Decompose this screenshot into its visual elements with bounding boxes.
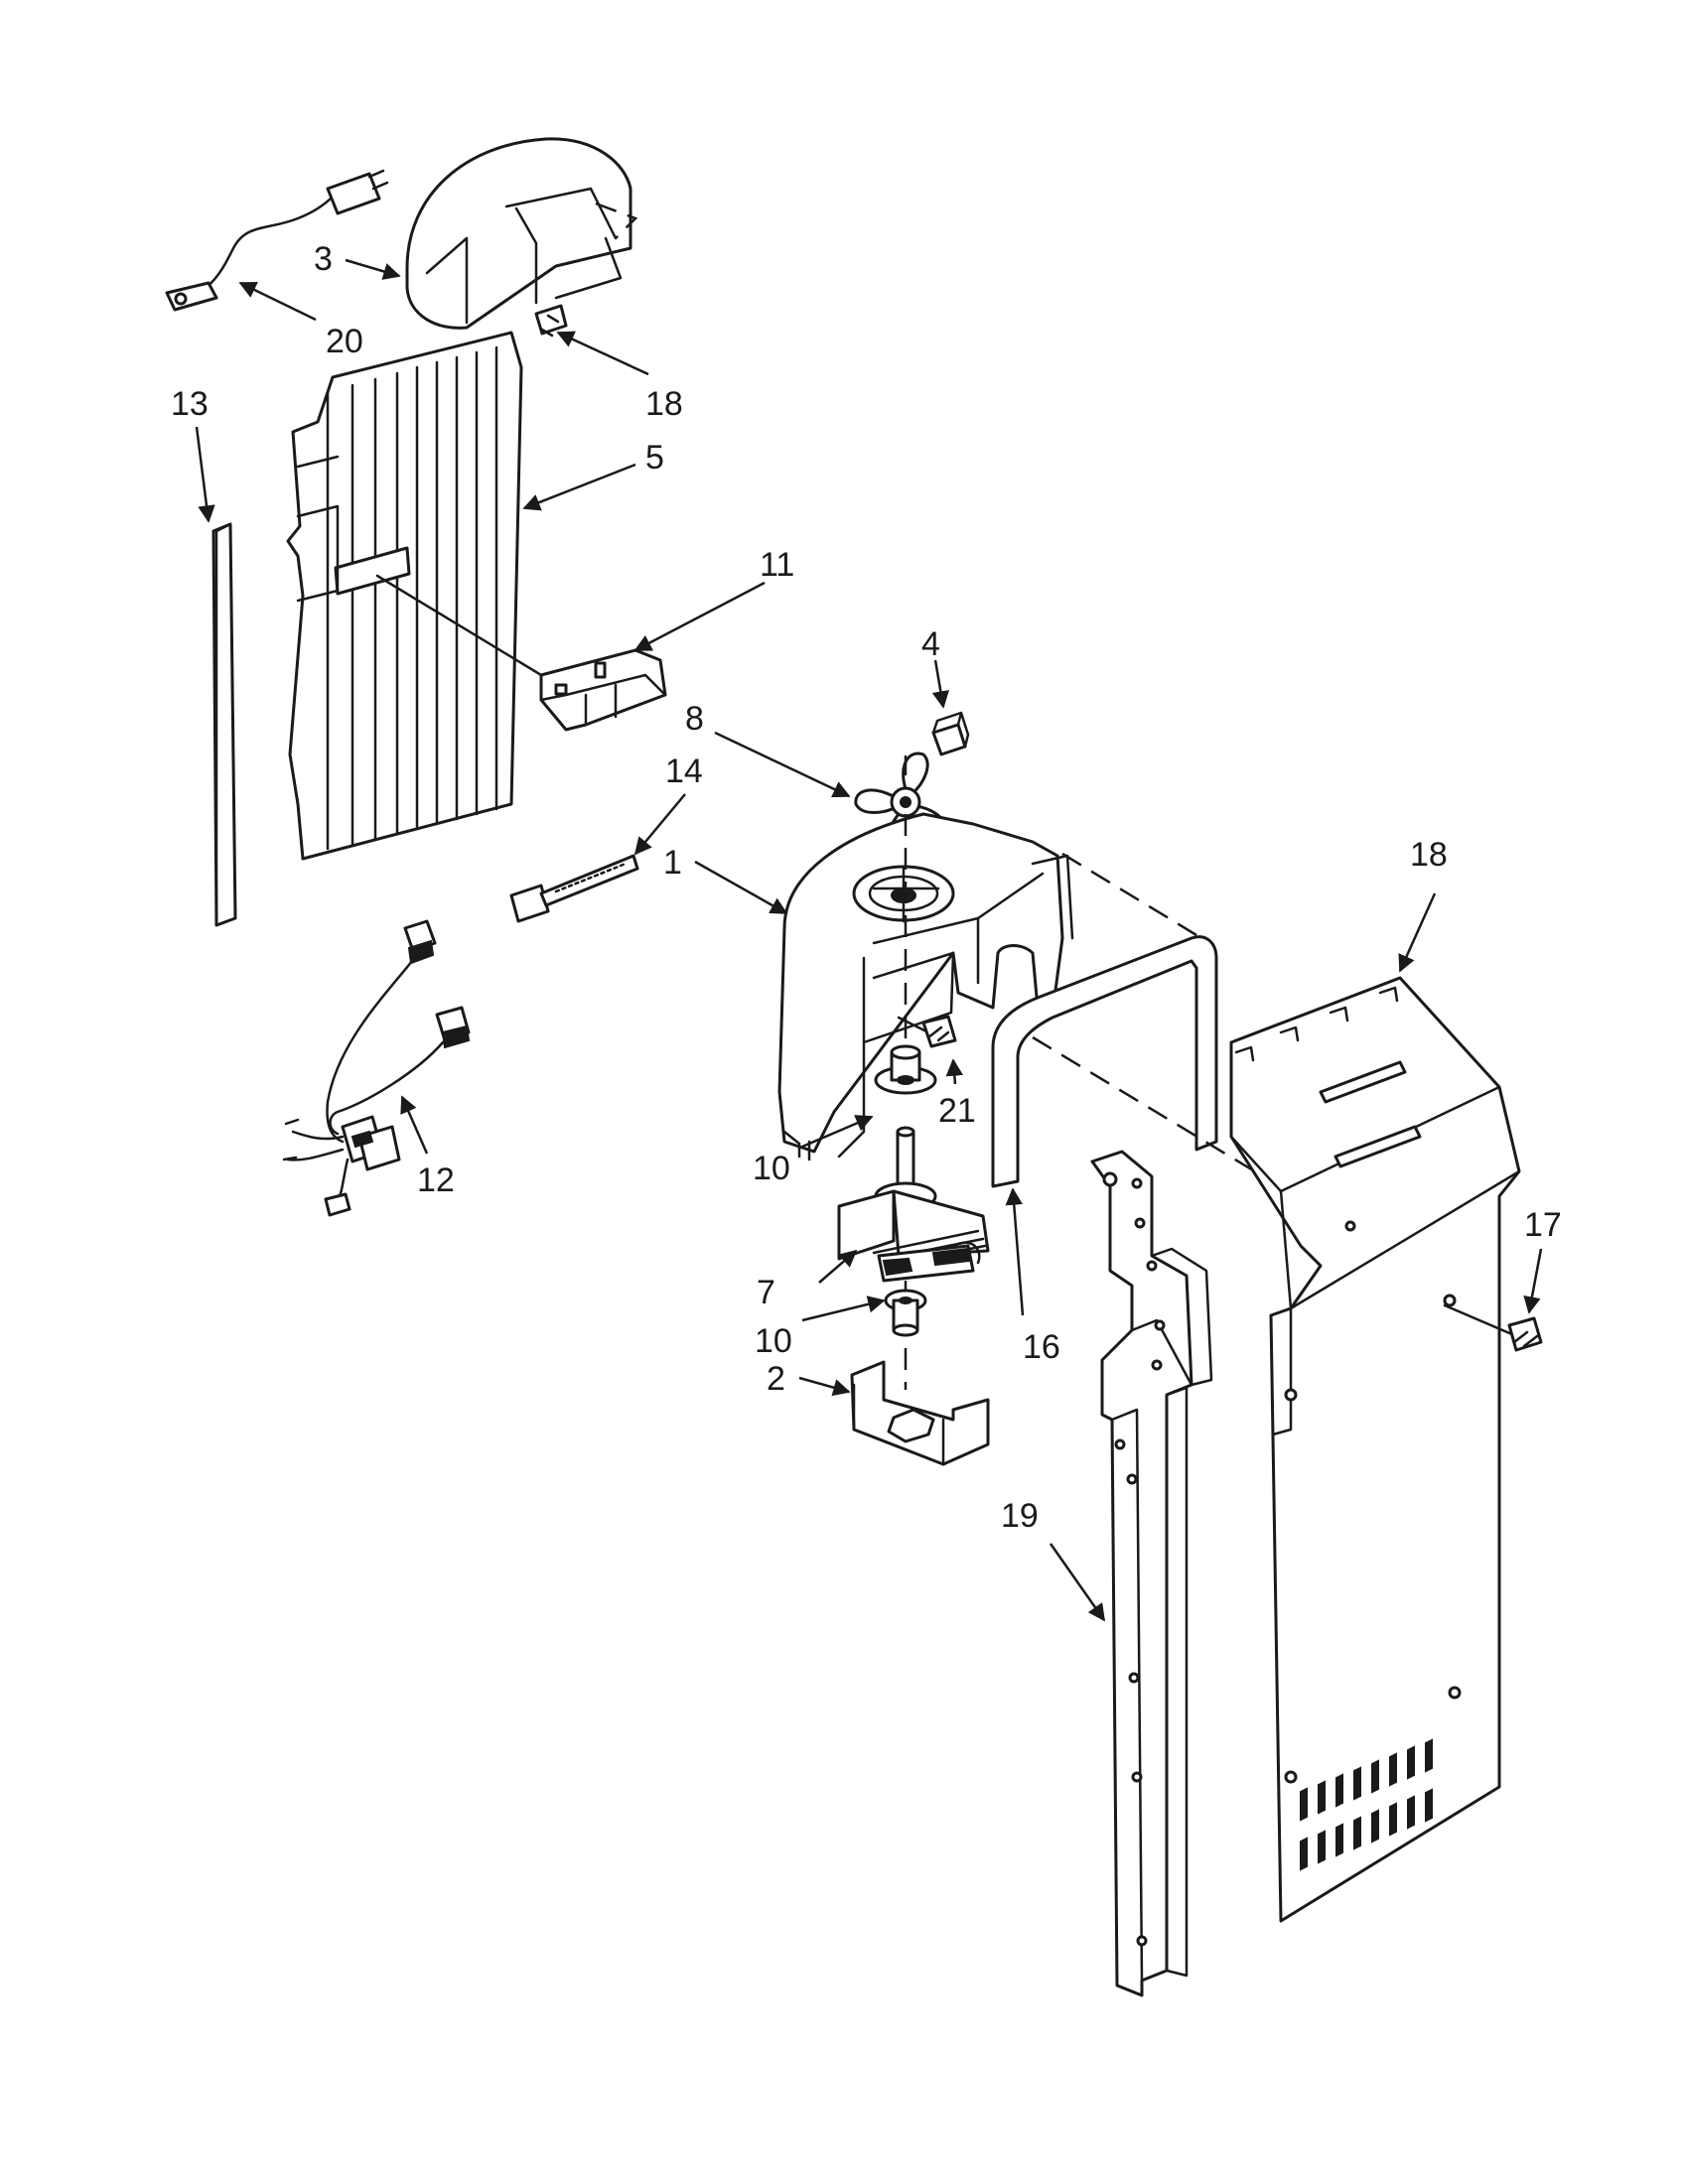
callout-19: 19 [1001, 1497, 1039, 1535]
part-12-wiring-harness [282, 919, 471, 1217]
callout-18: 18 [645, 385, 683, 423]
callout-7: 7 [757, 1274, 775, 1311]
leader-lines [195, 258, 1543, 1622]
part-19-support-channel [1090, 1150, 1213, 1997]
callout-1: 1 [663, 844, 682, 882]
part-14-cable-tie [509, 854, 639, 923]
part-4-clip [931, 711, 970, 756]
callout-11: 11 [760, 546, 794, 584]
part-20-wire-lead [165, 169, 389, 312]
callout-10a: 10 [753, 1150, 790, 1187]
callout-10b: 10 [755, 1322, 792, 1360]
part-18-screw-upper [534, 304, 568, 338]
callout-18b: 17 [1524, 1206, 1562, 1244]
part-1-fan-housing [777, 812, 1074, 1161]
callout-20: 20 [326, 323, 363, 360]
callout-16: 13 [171, 385, 209, 423]
part-10-bushing-upper [874, 1044, 937, 1095]
part-5-grille-panel [286, 331, 523, 861]
callout-14: 14 [665, 752, 703, 790]
part-21-screw [897, 1015, 957, 1048]
part-11-bracket [375, 574, 667, 732]
part-2-motor-bracket [850, 1360, 990, 1466]
callout-3: 3 [314, 240, 333, 278]
callout-17: 18 [1410, 836, 1448, 874]
callout-5: 5 [645, 439, 664, 477]
callout-4: 4 [921, 625, 940, 663]
part-7-motor [837, 1126, 990, 1390]
callout-2: 2 [767, 1360, 785, 1398]
callout-8: 8 [685, 700, 704, 738]
part-18-screw-right [1443, 1303, 1543, 1352]
part-3-cover [405, 137, 638, 330]
callout-21: 21 [938, 1092, 976, 1130]
part-17-air-duct-panel [1229, 976, 1521, 1923]
vent-slots [1300, 1738, 1433, 1871]
part-16-strip [211, 522, 237, 927]
part-10-bushing-lower [884, 1289, 927, 1337]
callout-12: 12 [417, 1161, 455, 1199]
callout-labels: 3 20 18 13 5 11 4 8 14 1 18 12 21 10 16 … [171, 240, 1562, 1535]
callout-13: 16 [1023, 1328, 1060, 1366]
